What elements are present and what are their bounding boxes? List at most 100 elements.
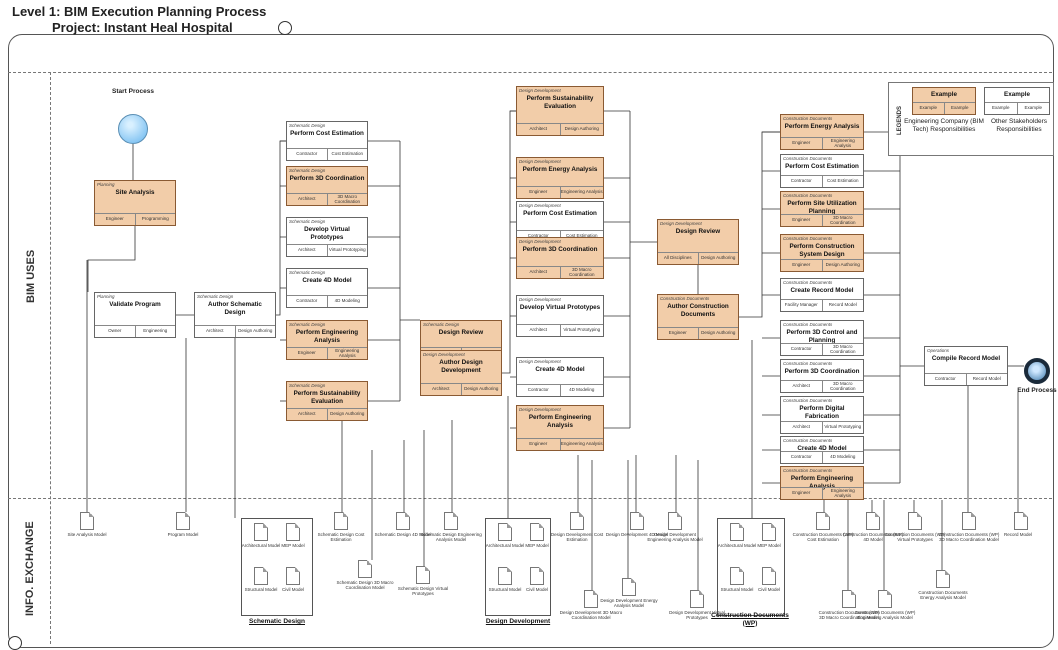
page-title: Level 1: BIM Execution Planning Process xyxy=(12,4,267,19)
process-use: 4D Modeling xyxy=(559,385,604,396)
process-use: Design Authoring xyxy=(460,384,502,395)
process-phase: Construction Documents xyxy=(783,280,833,285)
exchange-label: Schematic Design 4D Model xyxy=(374,532,432,537)
process-phase: Construction Documents xyxy=(783,361,833,366)
process-responsible: Engineer xyxy=(105,216,124,222)
model-label: MEP Model xyxy=(757,543,781,548)
exchange-label: Design Development Cost Estimation xyxy=(550,532,604,543)
process-phase: Construction Documents xyxy=(783,398,833,403)
lane-label-divider xyxy=(50,72,51,644)
process-use: Design Authoring xyxy=(697,253,739,264)
process-responsible: Contractor xyxy=(527,387,549,393)
process-use: 4D Modeling xyxy=(821,452,864,463)
process-name: Compile Record Model xyxy=(931,355,1001,362)
process-dd-3d: Design Development Perform 3D Coordinati… xyxy=(516,237,604,279)
process-sd-sus: Schematic Design Perform Sustainability … xyxy=(286,381,368,421)
process-cd-eng: Construction Documents Perform Engineeri… xyxy=(780,466,864,500)
process-name: Author Design Development xyxy=(439,359,483,374)
legend-title: LEGENDS xyxy=(897,105,903,135)
start-label: Start Process xyxy=(112,88,154,95)
process-responsible: Contractor xyxy=(934,376,956,382)
process-sd-cost: Schematic Design Perform Cost Estimation… xyxy=(286,121,368,161)
document-icon xyxy=(730,567,744,585)
process-name: Perform Cost Estimation xyxy=(290,130,364,137)
process-responsible: Architect xyxy=(297,196,316,202)
process-use: 4D Modeling xyxy=(326,296,368,307)
process-use: Programming xyxy=(134,214,176,225)
process-responsible: Engineer xyxy=(529,189,548,195)
process-phase: Design Development xyxy=(519,297,561,302)
model-label: MEP Model xyxy=(525,543,549,548)
process-phase: Schematic Design xyxy=(289,168,326,173)
exchange-label: Record Model xyxy=(1003,532,1032,537)
process-responsible: Facility Manager xyxy=(784,302,818,308)
exchange-document-icon xyxy=(358,560,372,578)
process-use: 3D Macro Coordination xyxy=(559,267,604,278)
process-phase: Design Development xyxy=(519,159,561,164)
process-name: Perform 3D Control and Planning xyxy=(786,329,858,344)
process-sd-vp: Schematic Design Develop Virtual Prototy… xyxy=(286,217,368,257)
process-phase: Operations xyxy=(927,348,950,353)
process-use: Cost Estimation xyxy=(326,149,368,160)
process-name: Perform Sustainability Evaluation xyxy=(293,390,361,405)
lane-divider xyxy=(8,498,1052,499)
model-label: Structural Model xyxy=(720,587,754,592)
process-use: Design Authoring xyxy=(234,326,276,337)
exchange-label: Construction Documents (WP) Virtual Prot… xyxy=(884,532,946,543)
lane-top-divider xyxy=(8,72,1052,73)
model-group-label: Construction Documents (WP) xyxy=(711,612,789,627)
process-responsible: Architect xyxy=(529,327,547,333)
start-event xyxy=(118,114,148,144)
process-use: Record Model xyxy=(821,300,864,311)
process-name: Create 4D Model xyxy=(535,366,585,373)
process-responsible: Architect xyxy=(205,328,224,334)
process-responsible: Architect xyxy=(297,247,316,253)
model-label: Civil Model xyxy=(525,587,548,592)
end-event xyxy=(1024,358,1050,384)
process-name: Perform Engineering Analysis xyxy=(295,329,359,344)
model-label: Architectural Model xyxy=(241,543,281,548)
process-dd-energy: Design Development Perform Energy Analys… xyxy=(516,157,604,199)
model-label: Structural Model xyxy=(488,587,522,592)
model-label: Architectural Model xyxy=(717,543,757,548)
exchange-label: Construction Documents (WP) 4D Model xyxy=(842,532,904,543)
process-responsible: Engineer xyxy=(792,490,811,496)
exchange-label: Schematic Design 3D Macro Coordination M… xyxy=(336,580,394,591)
process-phase: Schematic Design xyxy=(197,294,234,299)
document-icon xyxy=(530,567,544,585)
model-label: Architectural Model xyxy=(485,543,525,548)
process-author-dd: Design Development Author Design Develop… xyxy=(420,350,502,396)
process-phase: Design Development xyxy=(660,221,702,226)
exchange-label: Schematic Design Cost Estimation xyxy=(317,532,365,543)
process-responsible: Engineer xyxy=(792,140,811,146)
process-responsible: Architect xyxy=(529,269,547,275)
process-name: Create 4D Model xyxy=(797,445,847,452)
process-phase: Construction Documents xyxy=(783,193,833,198)
process-responsible: Architect xyxy=(792,424,810,430)
process-phase: Construction Documents xyxy=(783,322,833,327)
legend-other-caption: Other Stakeholders Responsibilities xyxy=(990,118,1047,133)
exchange-label: Construction Documents (WP) Cost Estimat… xyxy=(792,532,854,543)
process-dd-review: Design Development Design Review All Dis… xyxy=(657,219,739,265)
exchange-document-icon xyxy=(80,512,94,530)
process-phase: Schematic Design xyxy=(289,270,326,275)
process-phase: Design Development xyxy=(519,239,561,244)
process-use: Engineering Analysis xyxy=(326,348,368,359)
exchange-document-icon xyxy=(962,512,976,530)
process-responsible: Contractor xyxy=(790,346,812,352)
process-dd-sus: Design Development Perform Sustainabilit… xyxy=(516,86,604,136)
process-use: 3D Macro Coordination xyxy=(326,194,368,205)
process-responsible: Contractor xyxy=(296,151,318,157)
exchange-label: Design Development Engineering Analysis … xyxy=(647,532,703,543)
process-phase: Schematic Design xyxy=(289,322,326,327)
document-icon xyxy=(498,523,512,541)
process-use: Engineering xyxy=(134,326,176,337)
model-group-label: Design Development xyxy=(485,618,551,625)
exchange-document-icon xyxy=(570,512,584,530)
process-responsible: Engineer xyxy=(529,441,548,447)
exchange-label: Site Analysis Model xyxy=(67,532,107,537)
process-phase: Design Development xyxy=(423,352,465,357)
process-cd-energy: Construction Documents Perform Energy An… xyxy=(780,114,864,150)
process-responsible: Engineer xyxy=(792,217,811,223)
